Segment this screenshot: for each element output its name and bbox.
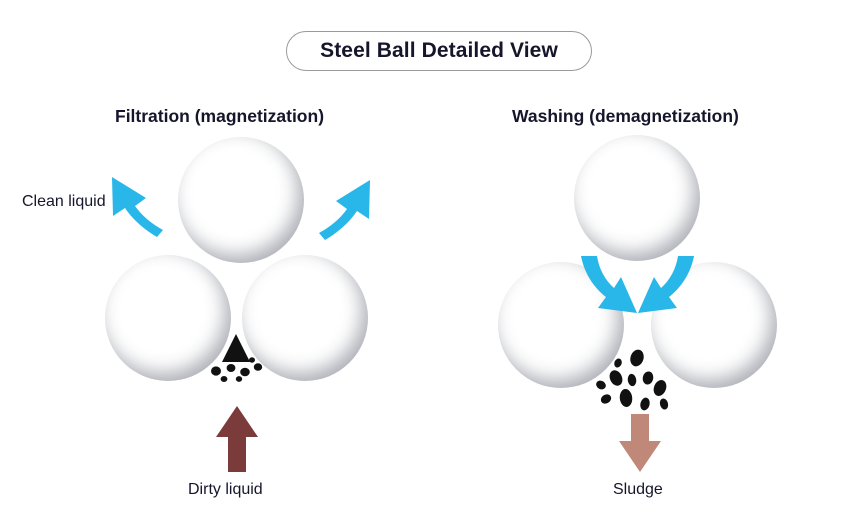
steel-ball-right-top [574, 135, 700, 261]
steel-ball-left-bottom-left [105, 255, 231, 381]
page-title-pill: Steel Ball Detailed View [286, 31, 592, 71]
panel-heading-filtration: Filtration (magnetization) [115, 106, 325, 126]
curved-arrow-up-left-icon [112, 177, 163, 237]
steel-ball-right-bottom-left [498, 262, 624, 388]
steel-ball-right-bottom-right [651, 262, 777, 388]
page-title: Steel Ball Detailed View [320, 39, 558, 62]
label-dirty-liquid: Dirty liquid [188, 481, 263, 498]
label-clean-liquid: Clean liquid [22, 193, 106, 210]
arrow-up-icon [216, 406, 258, 472]
arrow-down-icon [619, 414, 661, 472]
label-sludge: Sludge [613, 481, 663, 498]
panel-heading-washing: Washing (demagnetization) [512, 106, 739, 126]
steel-ball-left-bottom-right [242, 255, 368, 381]
steel-ball-left-top [178, 137, 304, 263]
curved-arrow-up-right-icon [319, 180, 370, 240]
